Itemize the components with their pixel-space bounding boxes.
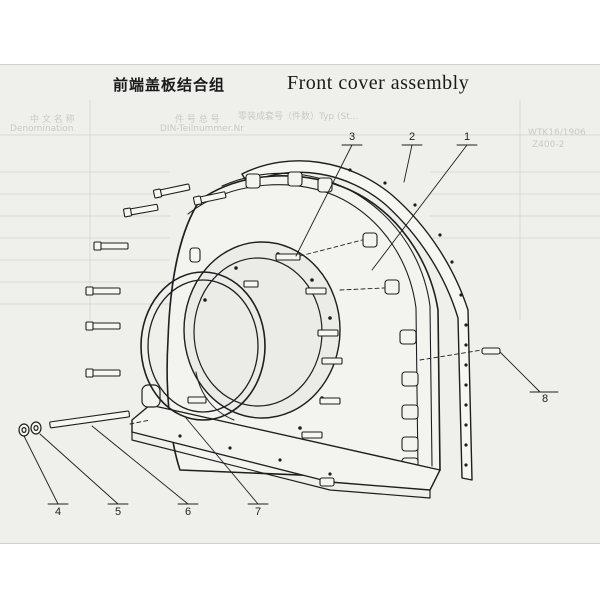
flange-studs	[187, 247, 343, 487]
title-english: Front cover assembly	[287, 72, 470, 94]
callout-6: 6	[184, 506, 192, 518]
callout-7: 7	[254, 506, 262, 518]
callout-1: 1	[463, 131, 471, 143]
ghost-col-c: WTK16/1906	[528, 128, 586, 138]
loose-bolts	[85, 183, 227, 378]
ghost-col-b-sub: DIN-Teilnummer.Nr	[160, 124, 244, 134]
callout-5: 5	[114, 506, 122, 518]
ghost-col-b: 件 号 总 号	[175, 115, 220, 125]
cover-housing-part-1	[131, 171, 441, 499]
washers-part-4	[18, 421, 42, 437]
seal-ring-part-7	[140, 271, 266, 421]
ghost-header-text: 零装成套号（件数）Typ (St...	[238, 112, 359, 122]
dowel-pin-part-8	[481, 347, 501, 355]
stud-bolt-part-5	[49, 410, 131, 429]
gasket-part-2	[241, 160, 473, 481]
ghost-table-lines	[0, 100, 600, 320]
ghost-col-c-sub: Z400-2	[532, 140, 565, 150]
assembly-guide-lines	[129, 239, 483, 425]
callout-4: 4	[54, 506, 62, 518]
title-chinese: 前端盖板结合组	[113, 76, 226, 94]
callout-8: 8	[541, 393, 549, 405]
ghost-col-a: 中 文 名 称	[30, 115, 75, 125]
leader-lines	[23, 144, 559, 505]
ghost-col-a-sub: Denomination	[10, 124, 74, 134]
callout-3: 3	[348, 131, 356, 143]
callout-2: 2	[408, 131, 416, 143]
